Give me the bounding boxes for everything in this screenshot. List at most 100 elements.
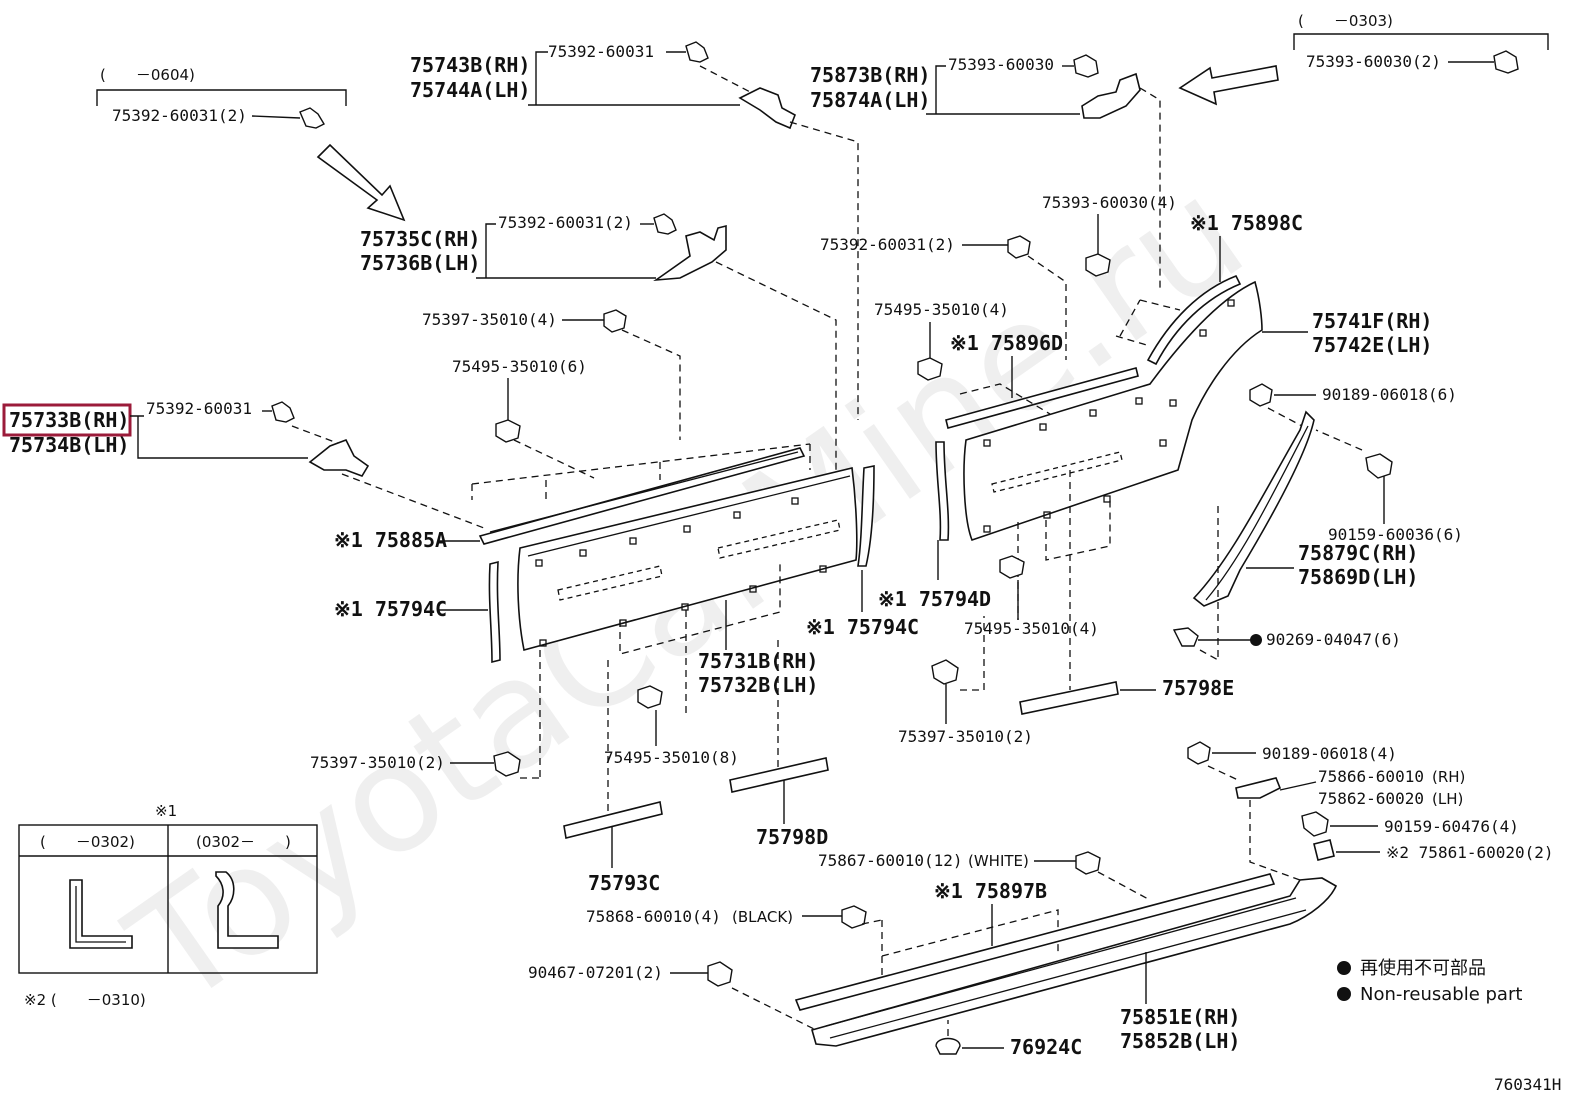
clip-icon[interactable] xyxy=(1493,50,1519,74)
range-bracket xyxy=(1293,33,1549,50)
screw-icon[interactable] xyxy=(1301,811,1329,837)
part-label[interactable]: 75869D(LH) xyxy=(1298,565,1418,589)
part-label[interactable]: 75393-60030 xyxy=(948,55,1054,74)
part-label[interactable]: 75397-35010(2) xyxy=(310,753,445,772)
clip-icon[interactable] xyxy=(603,309,627,333)
part-label[interactable]: ※2 75861-60020(2) xyxy=(1386,843,1554,862)
part-label[interactable]: 76924C xyxy=(1010,1035,1082,1059)
part-label[interactable]: 75732B(LH) xyxy=(698,673,818,697)
clip-icon[interactable] xyxy=(1007,235,1031,259)
bracket-part xyxy=(738,87,796,130)
part-label[interactable]: ※1 75794D xyxy=(878,587,991,611)
fender-panel xyxy=(963,280,1263,542)
clip-icon[interactable] xyxy=(1075,851,1101,875)
clip-icon[interactable] xyxy=(493,751,521,777)
part-label[interactable]: 75879C(RH) xyxy=(1298,541,1418,565)
clip-icon[interactable] xyxy=(1172,627,1199,647)
part-label[interactable]: 75731B(RH) xyxy=(698,649,818,673)
part-label[interactable]: 75793C xyxy=(588,871,660,895)
bracket-part xyxy=(1235,777,1282,799)
part-label[interactable]: ※1 75794C xyxy=(334,597,447,621)
part-label[interactable]: 75397-35010(4) xyxy=(422,310,557,329)
part-label[interactable]: 75392-60031(2) xyxy=(820,235,955,254)
screw-icon[interactable] xyxy=(1365,453,1393,479)
part-label[interactable]: 75393-60030(2) xyxy=(1306,52,1441,71)
clip-icon[interactable] xyxy=(299,107,325,129)
part-label[interactable]: 90189-06018(4) xyxy=(1262,744,1397,763)
clip-icon[interactable] xyxy=(1073,54,1099,78)
arch-liner xyxy=(1192,410,1315,607)
part-label[interactable]: 75495-35010(6) xyxy=(452,357,587,376)
part-label[interactable]: 75798D xyxy=(756,825,828,849)
highlight-box xyxy=(2,403,132,437)
clip-icon[interactable] xyxy=(841,905,867,929)
part-label[interactable]: 75866-60010 xyxy=(1318,767,1424,786)
clip-icon[interactable] xyxy=(495,419,521,443)
part-label[interactable]: 90159-60036(6) xyxy=(1328,525,1463,544)
part-label[interactable]: 75392-60031 xyxy=(548,42,654,61)
part-label[interactable]: 75736B(LH) xyxy=(360,251,480,275)
part-label-suffix: (BLACK) xyxy=(732,908,793,926)
clip-icon[interactable] xyxy=(1187,741,1211,765)
clip-icon[interactable] xyxy=(271,401,295,423)
part-label[interactable]: ※1 75897B xyxy=(934,879,1047,903)
molding-strip xyxy=(729,757,829,793)
part-label[interactable]: 75495-35010(4) xyxy=(964,619,1099,638)
clip-icon[interactable] xyxy=(1085,253,1111,277)
clip-icon[interactable] xyxy=(917,357,943,381)
end-seal xyxy=(935,441,950,541)
part-label[interactable]: 75874A(LH) xyxy=(810,88,930,112)
date-range-top-left: ( －0604) xyxy=(100,66,195,84)
part-label[interactable]: 75867-60010(12) xyxy=(818,851,963,870)
inset-mark: ※1 xyxy=(155,802,177,820)
part-label[interactable]: ※1 75794C xyxy=(806,615,919,639)
part-label[interactable]: 75735C(RH) xyxy=(360,227,480,251)
part-label[interactable]: 75742E(LH) xyxy=(1312,333,1432,357)
molding-strip xyxy=(1019,681,1119,715)
inset-date-left: ( －0302) xyxy=(40,833,135,851)
clip-icon[interactable] xyxy=(931,659,959,685)
diagram-code: 760341H xyxy=(1494,1075,1561,1094)
part-label[interactable]: ※1 75885A xyxy=(334,528,447,552)
molding-strip xyxy=(1146,274,1242,366)
part-label[interactable]: 90269-04047(6) xyxy=(1266,630,1401,649)
plug-icon[interactable] xyxy=(935,1037,961,1055)
part-label-highlighted[interactable]: 75733B(RH) xyxy=(9,408,129,432)
part-label-suffix: (LH) xyxy=(1432,790,1463,808)
bracket-part xyxy=(1081,72,1141,119)
part-label[interactable]: 90467-07201(2) xyxy=(528,963,663,982)
part-label[interactable]: ※1 75896D xyxy=(950,331,1063,355)
part-label[interactable]: 90189-06018(6) xyxy=(1322,385,1457,404)
part-label[interactable]: 75741F(RH) xyxy=(1312,309,1432,333)
part-label[interactable]: 75393-60030(4) xyxy=(1042,193,1177,212)
clip-icon[interactable] xyxy=(707,961,733,987)
part-label[interactable]: 75392-60031(2) xyxy=(498,213,633,232)
part-label[interactable]: 75392-60031 xyxy=(146,399,252,418)
part-label[interactable]: 75743B(RH) xyxy=(410,53,530,77)
legend-dot xyxy=(1337,961,1351,975)
part-label[interactable]: 75744A(LH) xyxy=(410,78,530,102)
clip-icon[interactable] xyxy=(637,685,663,709)
part-label[interactable]: 75798E xyxy=(1162,676,1234,700)
part-label[interactable]: 75862-60020 xyxy=(1318,789,1424,808)
direction-arrow xyxy=(316,143,406,222)
molding-strip xyxy=(563,801,663,839)
date-range-top-right: ( －0303) xyxy=(1298,12,1393,30)
clip-icon[interactable] xyxy=(999,555,1025,579)
part-label[interactable]: 75734B(LH) xyxy=(9,433,129,457)
part-label[interactable]: 75851E(RH) xyxy=(1120,1005,1240,1029)
part-label[interactable]: 75397-35010(2) xyxy=(898,727,1033,746)
clip-icon[interactable] xyxy=(685,41,709,63)
part-label[interactable]: 90159-60476(4) xyxy=(1384,817,1519,836)
clip-icon[interactable] xyxy=(1249,383,1273,407)
part-label[interactable]: 75495-35010(8) xyxy=(604,748,739,767)
part-label[interactable]: ※1 75898C xyxy=(1190,211,1303,235)
part-label[interactable]: 75495-35010(4) xyxy=(874,300,1009,319)
part-label[interactable]: 75392-60031(2) xyxy=(112,106,247,125)
part-label[interactable]: 75852B(LH) xyxy=(1120,1029,1240,1053)
part-label[interactable]: 75868-60010(4) xyxy=(586,907,721,926)
part-label[interactable]: 75873B(RH) xyxy=(810,63,930,87)
legend-jp: 再使用不可部品 xyxy=(1360,958,1486,979)
clip-icon[interactable] xyxy=(653,213,677,235)
